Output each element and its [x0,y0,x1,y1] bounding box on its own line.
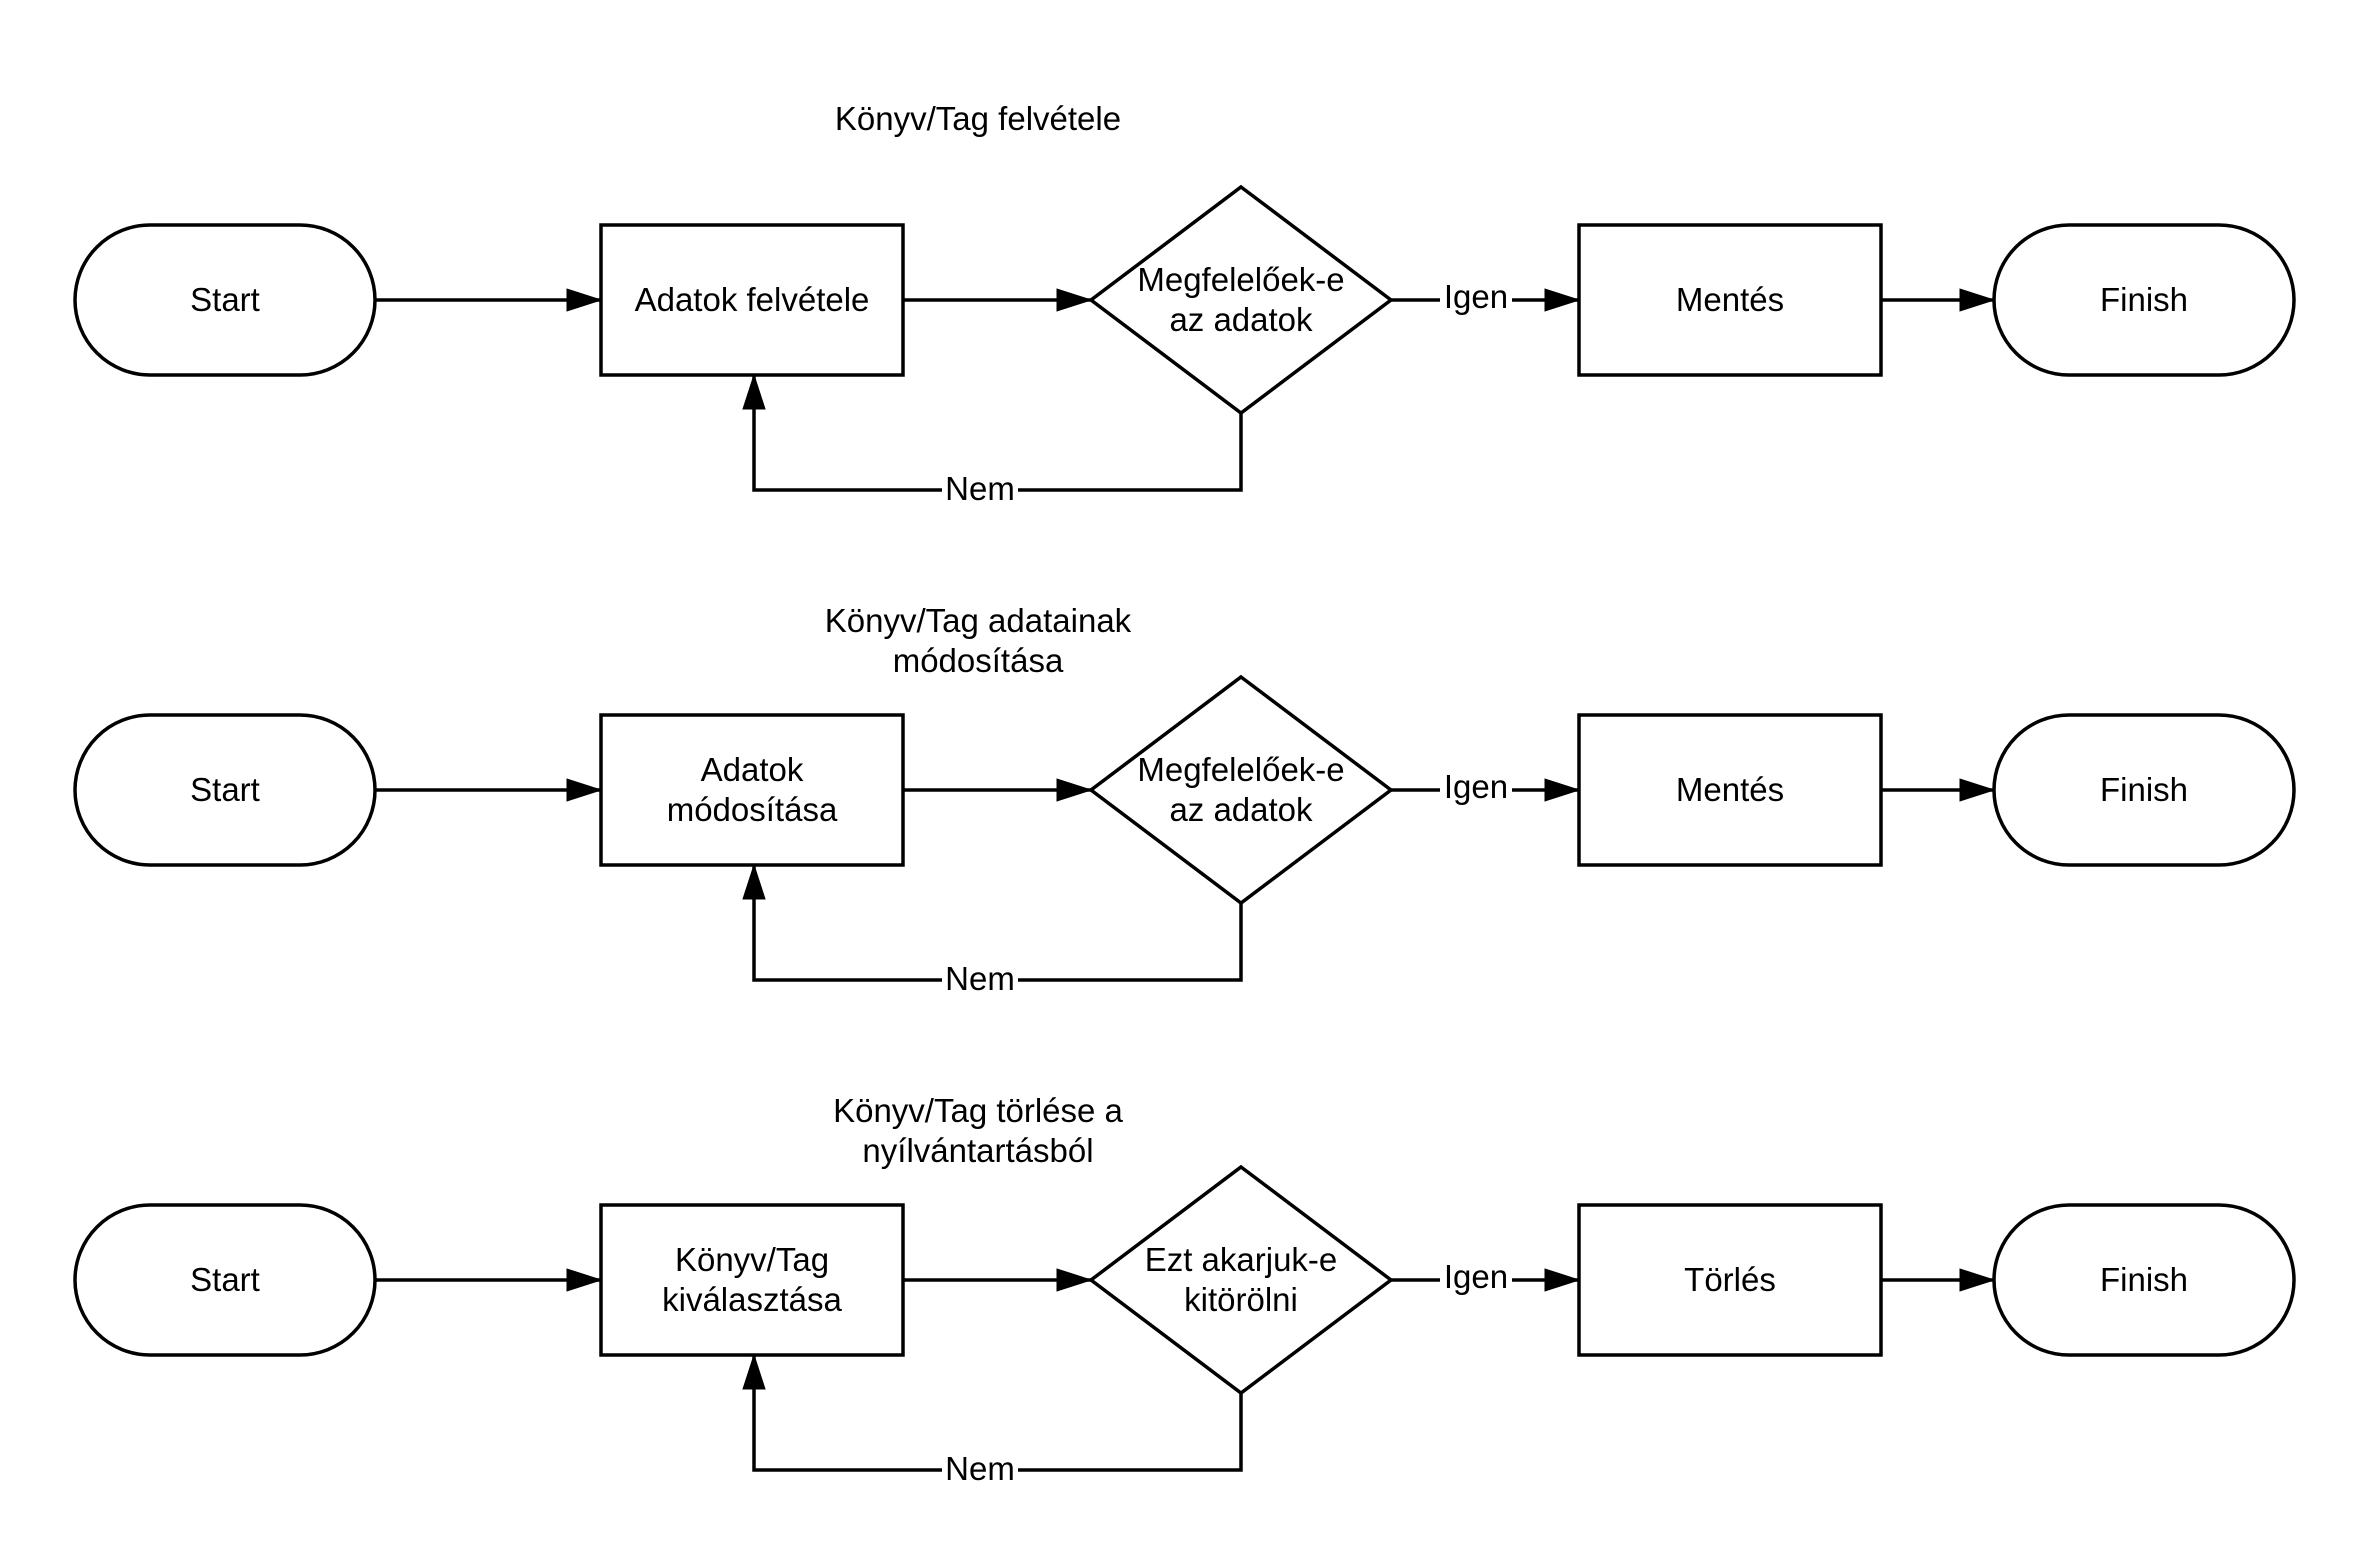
edge-label-bg [1440,278,1512,318]
edge-label-no: Nem [945,960,1015,997]
flow-title-line: nyílvántartásból [862,1132,1093,1169]
decision-diamond [1088,184,1394,416]
decision-label-line: kitörölni [1184,1281,1298,1318]
process-step-label-line: kiválasztása [662,1281,842,1318]
edge-label-no: Nem [945,1450,1015,1487]
flow-title-line: módosítása [893,642,1064,679]
flow-title: Könyv/Tag felvétele [835,100,1121,137]
start-label: Start [190,281,260,318]
process-step-label-line: Adatok felvétele [635,281,870,318]
edge-label-yes: Igen [1444,278,1508,315]
decision-diamond [1088,1164,1394,1396]
flow-title-line: Könyv/Tag törlése a [833,1092,1123,1129]
arrowhead [566,778,603,802]
edge-label-yes: Igen [1444,1258,1508,1295]
action-label-line: Mentés [1676,281,1784,318]
action-label: Törlés [1684,1261,1776,1298]
arrowhead [742,863,766,900]
action-box [1577,713,1883,867]
arrowhead [1959,288,1996,312]
process-step-label-line: módosítása [667,791,838,828]
process-step-label-line: Adatok [701,751,804,788]
arrowhead [742,373,766,410]
edge-label-bg [1440,1258,1512,1298]
decision-diamond [1088,674,1394,906]
action-label: Mentés [1676,771,1784,808]
action-label: Mentés [1676,281,1784,318]
process-step-box [599,1203,905,1357]
arrowhead [1056,1268,1093,1292]
arrowhead [742,1353,766,1390]
decision-label-line: az adatok [1169,301,1313,338]
process-step-box [599,713,905,867]
arrowhead [1544,288,1581,312]
start-label: Start [190,1261,260,1298]
start-label: Start [190,771,260,808]
arrowhead [1056,778,1093,802]
finish-label: Finish [2100,281,2188,318]
decision-label-line: Megfelelőek-e [1137,751,1344,788]
decision-label-line: Ezt akarjuk-e [1145,1241,1338,1278]
action-label-line: Mentés [1676,771,1784,808]
edge-label-bg [942,960,1018,1000]
decision-label-line: az adatok [1169,791,1313,828]
process-step-box [599,223,905,377]
flow-title-line: Könyv/Tag adatainak [825,602,1132,639]
arrowhead [566,1268,603,1292]
finish-label: Finish [2100,771,2188,808]
arrowhead [1959,778,1996,802]
edge-label-bg [942,1450,1018,1490]
action-label-line: Törlés [1684,1261,1776,1298]
decision-label-line: Megfelelőek-e [1137,261,1344,298]
flow-title-line: Könyv/Tag felvétele [835,100,1121,137]
arrowhead [1544,1268,1581,1292]
edge-label-no: Nem [945,470,1015,507]
arrowhead [1056,288,1093,312]
arrowhead [1544,778,1581,802]
process-step-label-line: Könyv/Tag [675,1241,829,1278]
arrowhead [1959,1268,1996,1292]
process-step-label: Adatok felvétele [635,281,870,318]
edge-label-yes: Igen [1444,768,1508,805]
edge-label-bg [1440,768,1512,808]
finish-label: Finish [2100,1261,2188,1298]
arrowhead [566,288,603,312]
edge-label-bg [942,470,1018,510]
